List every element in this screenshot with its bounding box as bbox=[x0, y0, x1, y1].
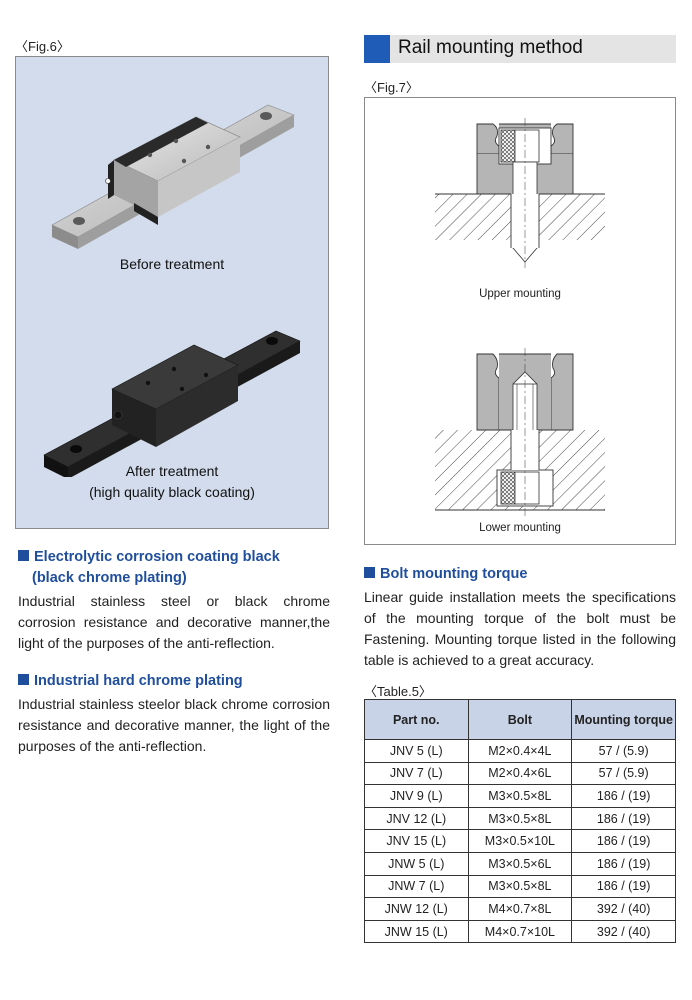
electrolytic-subtitle: (black chrome plating) bbox=[32, 570, 187, 586]
hard-chrome-section: Industrial hard chrome plating Industria… bbox=[18, 671, 330, 757]
table5-label: 〈Table.5〉 bbox=[364, 684, 432, 699]
cell-bolt: M3×0.5×10L bbox=[467, 829, 573, 853]
black-guide-image bbox=[43, 330, 301, 477]
cell-torque: 186 / (19) bbox=[571, 806, 676, 831]
hard-chrome-title: Industrial hard chrome plating bbox=[18, 671, 330, 692]
cell-torque: 57 / (5.9) bbox=[571, 739, 676, 763]
cell-part-no: JNV 9 (L) bbox=[364, 784, 469, 808]
cell-bolt: M4×0.7×8L bbox=[467, 897, 573, 921]
before-treatment-caption: Before treatment bbox=[119, 256, 225, 272]
fig7-panel: Upper mounting Lower mounting bbox=[364, 97, 676, 545]
header-bolt: Bolt bbox=[467, 699, 573, 740]
hard-chrome-body: Industrial stainless steelor black chrom… bbox=[18, 696, 330, 754]
after-treatment-caption: After treatment bbox=[125, 463, 219, 479]
silver-guide-image bbox=[51, 104, 295, 249]
fig7-label: 〈Fig.7〉 bbox=[364, 80, 419, 95]
electrolytic-body: Industrial stainless steel or black chro… bbox=[18, 593, 330, 651]
cell-bolt: M2×0.4×6L bbox=[467, 761, 573, 786]
cell-bolt: M3×0.5×8L bbox=[467, 806, 573, 831]
square-bullet-icon bbox=[18, 550, 29, 561]
cell-torque: 392 / (40) bbox=[571, 919, 676, 944]
header-mounting-torque: Mounting torque bbox=[571, 699, 676, 740]
fig6-panel: Before treatment After treatment (high q… bbox=[15, 56, 329, 529]
cell-bolt: M3×0.5×8L bbox=[467, 784, 573, 808]
cell-part-no: JNV 5 (L) bbox=[364, 739, 469, 763]
cell-torque: 186 / (19) bbox=[571, 851, 676, 876]
fig6-label: 〈Fig.6〉 bbox=[15, 39, 70, 54]
bolt-torque-body: Linear guide installation meets the spec… bbox=[364, 589, 676, 668]
rail-mounting-header: Rail mounting method bbox=[364, 35, 676, 63]
cell-part-no: JNW 7 (L) bbox=[364, 874, 469, 899]
cell-part-no: JNV 15 (L) bbox=[364, 829, 469, 853]
torque-table: Part no. Bolt Mounting torque JNV 5 (L)M… bbox=[364, 699, 676, 944]
cell-torque: 186 / (19) bbox=[571, 784, 676, 808]
bolt-torque-section: Bolt mounting torque Linear guide instal… bbox=[364, 564, 676, 671]
upper-mounting-caption: Upper mounting bbox=[479, 288, 561, 300]
cell-torque: 57 / (5.9) bbox=[571, 761, 676, 786]
cell-torque: 392 / (40) bbox=[571, 897, 676, 921]
cell-bolt: M3×0.5×8L bbox=[467, 874, 573, 899]
cell-part-no: JNV 7 (L) bbox=[364, 761, 469, 786]
after-treatment-subcaption: (high quality black coating) bbox=[89, 484, 255, 500]
cell-torque: 186 / (19) bbox=[571, 874, 676, 899]
cell-bolt: M2×0.4×4L bbox=[467, 739, 573, 763]
cell-part-no: JNW 5 (L) bbox=[364, 851, 469, 876]
upper-mounting-drawing bbox=[435, 118, 605, 268]
cell-part-no: JNW 12 (L) bbox=[364, 897, 469, 921]
electrolytic-section: Electrolytic corrosion coating black (bl… bbox=[18, 547, 330, 654]
lower-mounting-caption: Lower mounting bbox=[479, 522, 561, 534]
rail-mounting-title: Rail mounting method bbox=[398, 37, 583, 58]
mounting-diagram bbox=[435, 118, 605, 518]
lower-mounting-drawing bbox=[435, 348, 605, 518]
cell-bolt: M3×0.5×6L bbox=[467, 851, 573, 876]
header-block-icon bbox=[364, 35, 390, 63]
cell-part-no: JNV 12 (L) bbox=[364, 806, 469, 831]
square-bullet-icon bbox=[364, 567, 375, 578]
cell-part-no: JNW 15 (L) bbox=[364, 919, 469, 944]
header-part-no: Part no. bbox=[364, 699, 469, 740]
electrolytic-title: Electrolytic corrosion coating black bbox=[18, 547, 330, 568]
square-bullet-icon bbox=[18, 674, 29, 685]
cell-torque: 186 / (19) bbox=[571, 829, 676, 853]
bolt-torque-title: Bolt mounting torque bbox=[364, 564, 676, 585]
cell-bolt: M4×0.7×10L bbox=[467, 919, 573, 944]
